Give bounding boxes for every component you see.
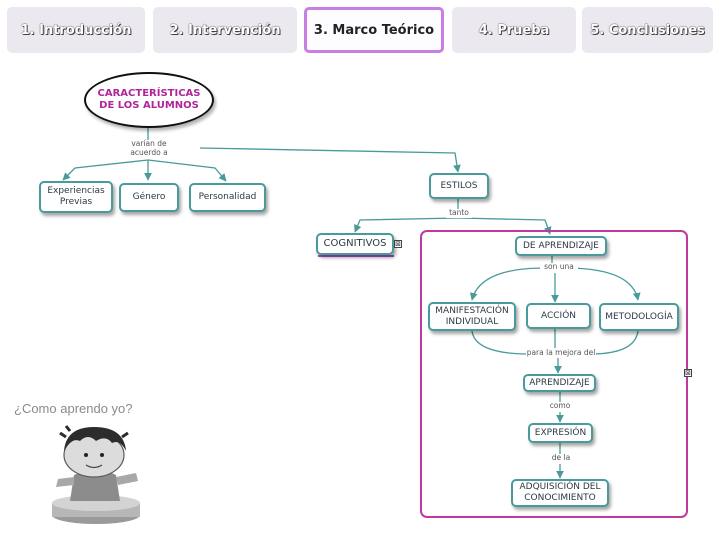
node-label: EXPRESIÓN [534,427,587,438]
tab-conclusiones[interactable]: 5. Conclusiones [582,7,713,53]
node-label: DE APRENDIZAJE [523,240,599,251]
node-cognitivos[interactable]: COGNITIVOS [316,233,394,255]
node-label: ADQUISICIÓN DEL [519,482,601,493]
node-estilos[interactable]: ESTILOS [429,173,489,199]
illustration-caption: ¿Como aprendo yo? [14,401,133,416]
node-accion[interactable]: ACCIÓN [526,303,591,329]
tab-label: 1. Introducción [20,22,132,38]
tab-introduccion[interactable]: 1. Introducción [7,7,145,53]
root-line2: DE LOS ALUMNOS [99,100,199,111]
node-label: METODOLOGÍA [605,311,673,322]
node-label: CONOCIMIENTO [524,493,596,503]
tab-marco-teorico[interactable]: 3. Marco Teórico [304,7,444,53]
link-label-line: varían de [131,139,167,148]
expand-icon[interactable]: ⊠ [684,369,692,377]
link-label-como: como [548,401,572,411]
link-label-text: de la [551,453,571,462]
expand-icon[interactable]: ⊠ [394,240,402,248]
node-label: COGNITIVOS [323,238,387,249]
tab-label: 3. Marco Teórico [313,22,435,38]
node-label: ACCIÓN [540,310,577,321]
root-node[interactable]: CARACTERÍSTICAS DE LOS ALUMNOS [84,72,214,128]
node-label: Previas [59,197,93,207]
node-experiencias-previas[interactable]: Experiencias Previas [39,181,113,213]
node-personalidad[interactable]: Personalidad [189,183,266,212]
node-label: Experiencias [47,186,105,197]
tab-label: 4. Prueba [478,22,550,38]
link-label-son-una: son una [540,262,578,272]
link-label-mejora: para la mejora del [526,348,596,358]
link-label-text: para la mejora del [526,348,596,357]
node-label: MANIFESTACIÓN [435,305,509,316]
link-label-text: tanto [449,208,469,217]
node-label: Género [132,192,166,203]
illustration-panel: ¿Como aprendo yo? [8,393,160,527]
tab-prueba[interactable]: 4. Prueba [452,7,576,53]
node-manifestacion-individual[interactable]: MANIFESTACIÓN INDIVIDUAL [428,302,516,331]
node-genero[interactable]: Género [119,183,179,212]
node-adquisicion-conocimiento[interactable]: ADQUISICIÓN DEL CONOCIMIENTO [511,479,609,507]
node-de-aprendizaje[interactable]: DE APRENDIZAJE [515,236,607,256]
node-label: Personalidad [198,192,257,203]
node-label: ESTILOS [440,180,478,191]
tab-label: 2. Intervención [169,22,281,38]
link-label-tanto: tanto [446,208,472,218]
node-aprendizaje[interactable]: APRENDIZAJE [523,374,596,392]
node-label: INDIVIDUAL [445,316,499,327]
girl-thinking-icon [52,425,140,524]
link-label-de-la: de la [550,453,572,463]
root-line1: CARACTERÍSTICAS [97,88,201,99]
tab-intervencion[interactable]: 2. Intervención [153,7,297,53]
link-label-line: acuerdo a [130,147,168,157]
link-label-text: son una [544,262,574,271]
link-label-varian: varían de acuerdo a [125,139,173,158]
tab-label: 5. Conclusiones [590,22,705,38]
link-label-text: como [549,401,571,410]
node-expresion[interactable]: EXPRESIÓN [528,423,593,443]
node-metodologia[interactable]: METODOLOGÍA [599,303,679,331]
node-label: APRENDIZAJE [529,377,590,388]
